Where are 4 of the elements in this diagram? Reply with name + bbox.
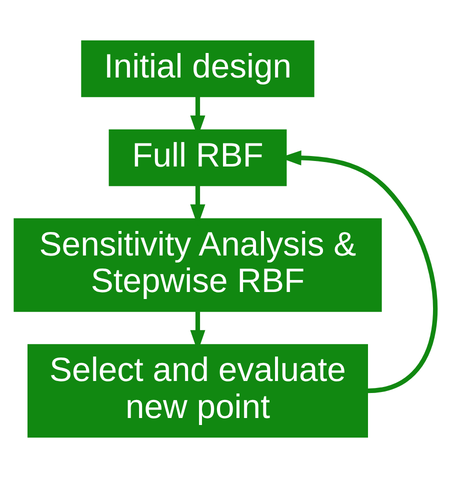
node-box: Sensitivity Analysis & Stepwise RBF	[14, 218, 382, 312]
node-box: Full RBF	[108, 128, 287, 186]
node-box: Initial design	[81, 40, 314, 97]
node-box: Select and evaluate new point	[27, 344, 368, 438]
